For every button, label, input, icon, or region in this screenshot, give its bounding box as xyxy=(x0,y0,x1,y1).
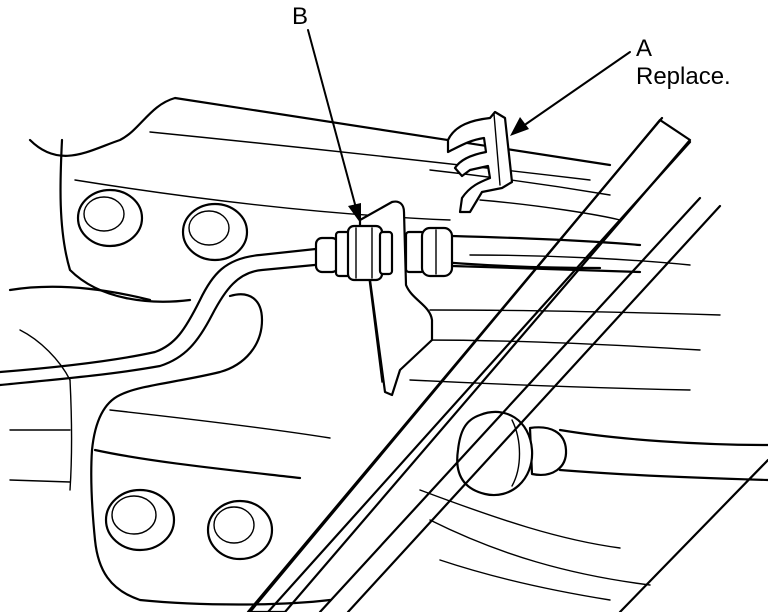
leader-line-a xyxy=(510,51,631,136)
brake-line-fitting xyxy=(314,224,394,282)
lower-hose xyxy=(456,410,768,497)
upper-bolt-right xyxy=(181,202,249,262)
hose-clip xyxy=(446,110,514,214)
frame-rails xyxy=(246,116,768,612)
brake-pipe xyxy=(0,246,327,387)
lower-panel xyxy=(93,409,651,606)
callout-letter-b: B xyxy=(292,3,309,30)
callout-note-a: Replace. xyxy=(636,63,731,90)
middle-panel xyxy=(8,285,721,542)
lower-bolt-right xyxy=(206,499,274,561)
lower-bolt-left xyxy=(104,488,176,552)
upper-bolt-left xyxy=(76,188,144,248)
leader-line-b xyxy=(307,29,361,224)
flex-hose-fitting xyxy=(404,226,642,278)
callout-letter-a: A xyxy=(636,35,653,62)
